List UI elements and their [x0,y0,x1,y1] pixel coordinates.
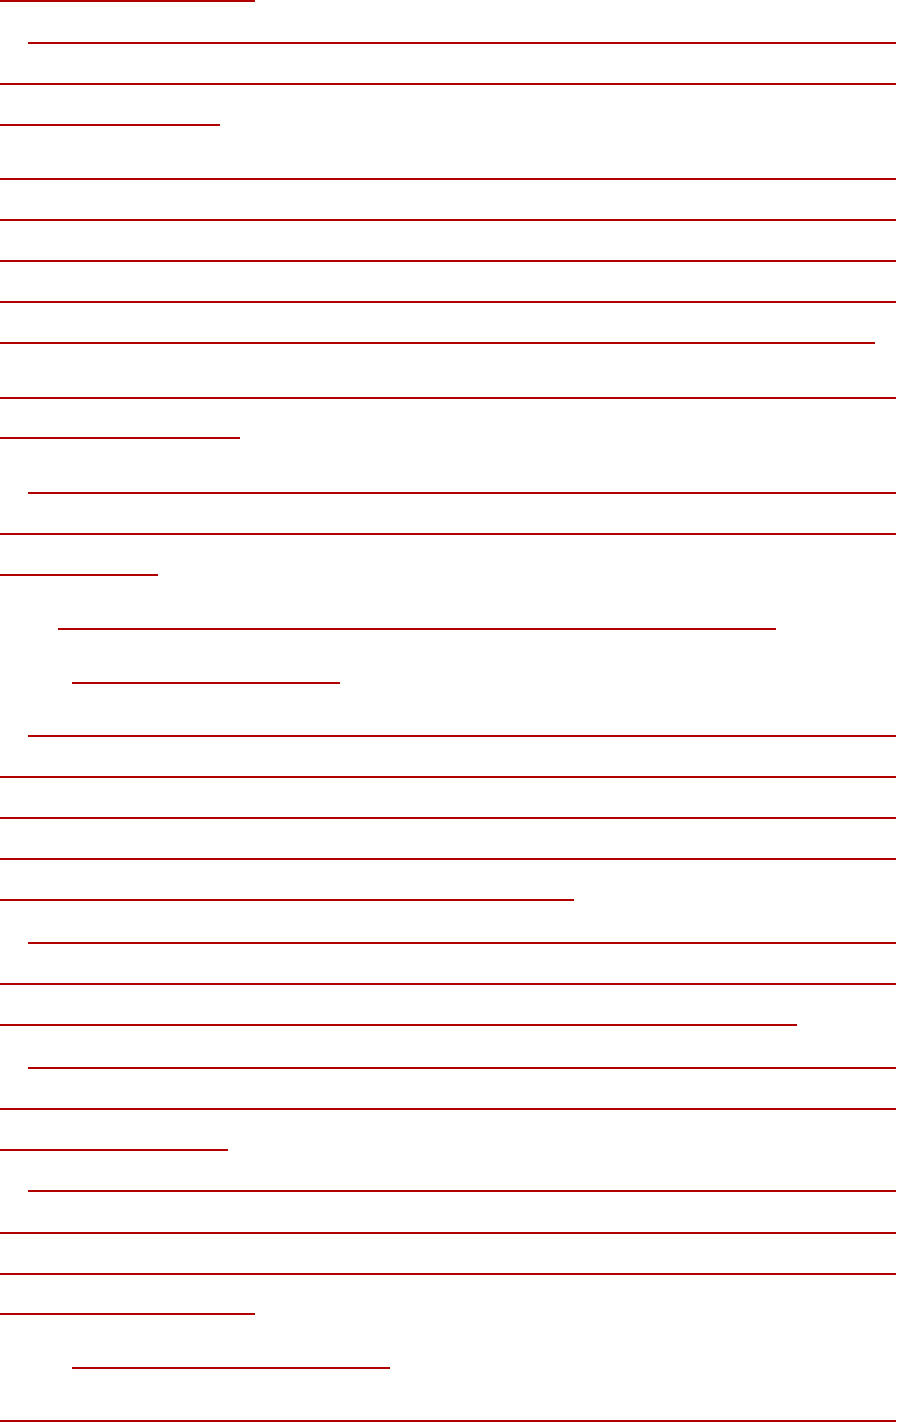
underline-rule-15 [58,628,776,630]
underline-rule-5 [0,178,896,180]
underline-rule-26 [0,1108,896,1110]
underline-rule-18 [0,776,896,778]
underline-rule-22 [28,942,896,944]
underline-rule-10 [0,397,896,399]
underline-rule-2 [28,42,896,44]
underline-rule-29 [0,1232,896,1234]
underline-rule-16 [72,682,340,684]
underline-rule-32 [72,1367,390,1369]
underline-rule-13 [0,533,896,535]
underline-rule-3 [0,83,896,85]
underline-rule-33 [0,1420,896,1422]
underline-rule-27 [0,1149,228,1151]
underline-rule-24 [0,1024,797,1026]
underline-rule-31 [0,1313,255,1315]
underline-rule-17 [28,735,896,737]
underline-rule-30 [0,1273,896,1275]
underline-rule-1 [0,0,255,2]
underline-rule-21 [0,899,574,901]
underline-rule-4 [0,124,220,126]
underline-rule-7 [0,260,896,262]
underline-rule-9 [0,342,875,344]
underline-rule-23 [0,983,896,985]
underline-rule-25 [28,1067,896,1069]
underline-rule-6 [0,219,896,221]
underline-rule-8 [0,301,896,303]
underline-rule-11 [0,437,240,439]
underline-rule-19 [0,817,896,819]
underline-rule-12 [28,492,896,494]
underline-rule-14 [0,574,158,576]
underline-rule-28 [28,1190,896,1192]
underline-rule-20 [0,858,896,860]
